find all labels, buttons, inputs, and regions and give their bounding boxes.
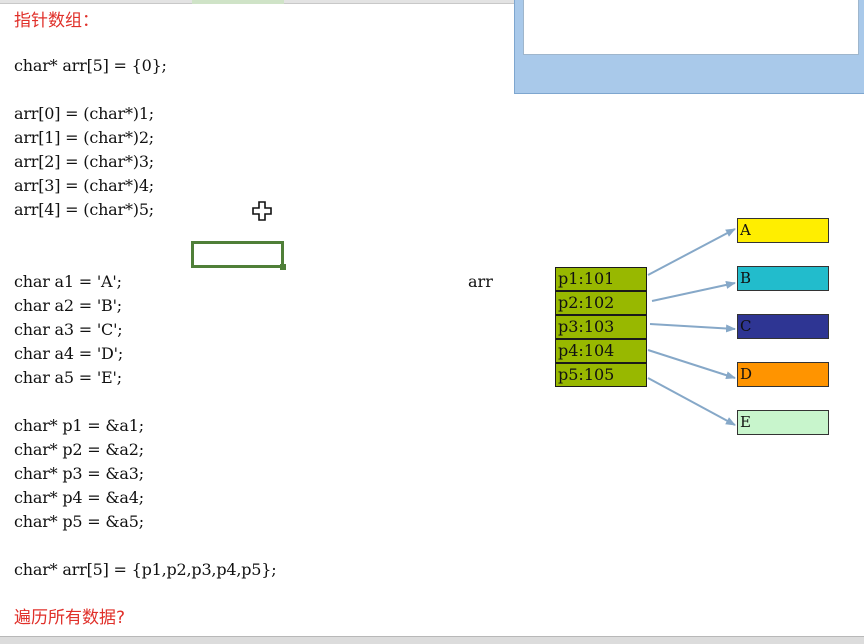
code-line-assign-0: arr[0] = (char*)1; bbox=[14, 104, 154, 123]
pointer-cell-p1: p1:101 bbox=[555, 267, 647, 291]
move-cross-cursor-icon bbox=[252, 201, 272, 221]
value-cell-E: E bbox=[737, 410, 829, 435]
code-line-char-a5: char a5 = 'E'; bbox=[14, 368, 122, 387]
code-line-assign-2: arr[2] = (char*)3; bbox=[14, 152, 154, 171]
overlapping-window[interactable] bbox=[514, 0, 864, 94]
value-cell-A: A bbox=[737, 218, 829, 243]
code-line-assign-3: arr[3] = (char*)4; bbox=[14, 176, 154, 195]
arrow-p1-to-A bbox=[647, 228, 736, 276]
code-line-ptr-p3: char* p3 = &a3; bbox=[14, 464, 144, 483]
arrow-p3-to-C bbox=[649, 323, 736, 333]
value-cell-D: D bbox=[737, 362, 829, 387]
code-line-assign-1: arr[1] = (char*)2; bbox=[14, 128, 154, 147]
pointer-cell-p4: p4:104 bbox=[555, 339, 647, 363]
heading-pointer-array: 指针数组： bbox=[14, 11, 99, 31]
code-line-decl: char* arr[5] = {0}; bbox=[14, 56, 167, 75]
selected-cell[interactable] bbox=[191, 241, 286, 270]
arrow-p2-to-B bbox=[651, 280, 736, 302]
code-line-ptr-p4: char* p4 = &a4; bbox=[14, 488, 144, 507]
arrow-p4-to-D bbox=[647, 349, 736, 380]
selected-column-header[interactable] bbox=[192, 0, 284, 4]
code-line-ptr-p5: char* p5 = &a5; bbox=[14, 512, 144, 531]
heading-traverse-question: 遍历所有数据? bbox=[14, 608, 126, 628]
code-line-char-a4: char a4 = 'D'; bbox=[14, 344, 124, 363]
code-line-ptr-p2: char* p2 = &a2; bbox=[14, 440, 144, 459]
code-line-char-a2: char a2 = 'B'; bbox=[14, 296, 122, 315]
pointer-cell-p5: p5:105 bbox=[555, 363, 647, 387]
overlapping-window-content bbox=[523, 0, 859, 55]
pointer-cell-p3: p3:103 bbox=[555, 315, 647, 339]
value-cell-B: B bbox=[737, 266, 829, 291]
value-cell-C: C bbox=[737, 314, 829, 339]
diagram-arr-label: arr bbox=[468, 272, 493, 291]
code-line-char-a1: char a1 = 'A'; bbox=[14, 272, 122, 291]
code-line-char-a3: char a3 = 'C'; bbox=[14, 320, 123, 339]
sheet-tab-strip[interactable] bbox=[0, 636, 864, 644]
pointer-cell-p2: p2:102 bbox=[555, 291, 647, 315]
arrow-p5-to-E bbox=[647, 377, 736, 426]
column-header-strip bbox=[0, 0, 520, 4]
code-line-assign-4: arr[4] = (char*)5; bbox=[14, 200, 154, 219]
code-line-ptr-p1: char* p1 = &a1; bbox=[14, 416, 144, 435]
fill-handle[interactable] bbox=[280, 264, 286, 270]
code-line-final-array: char* arr[5] = {p1,p2,p3,p4,p5}; bbox=[14, 560, 277, 579]
